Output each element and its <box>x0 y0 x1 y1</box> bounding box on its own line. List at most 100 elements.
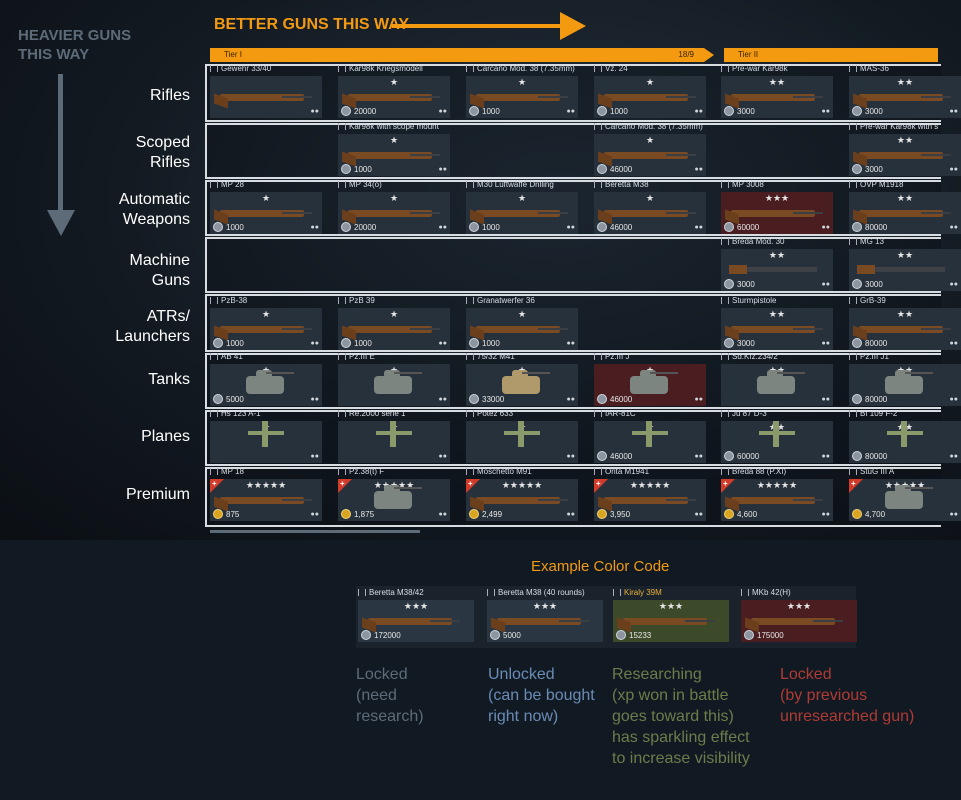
tech-card[interactable]: Pre-war Kar98k with s★★3000●● <box>849 122 961 176</box>
plane-icon <box>759 421 795 447</box>
tech-card[interactable]: Potez 633★●● <box>466 409 578 463</box>
unit-type-icon <box>721 297 729 304</box>
tier-stars: ★ <box>517 309 527 319</box>
horizontal-scrollbar[interactable] <box>210 530 420 533</box>
tech-card[interactable]: Pz.III J1★★80000●● <box>849 352 961 406</box>
tech-card[interactable]: Breda 88 (P.XI)★★★★★+4,600●● <box>721 467 833 521</box>
tech-card[interactable]: Orita M1941★★★★★+3,950●● <box>594 467 706 521</box>
tech-card[interactable]: Kar98k Kriegsmodell★20000●● <box>338 64 450 118</box>
card-name: Sturmpistole <box>732 296 777 305</box>
tech-card[interactable]: Sd.Kfz.234/2★★●● <box>721 352 833 406</box>
cost-value: 1000 <box>482 338 500 348</box>
card-title: Breda 88 (P.XI) <box>721 467 786 476</box>
card-name: Pz.III J <box>605 352 630 361</box>
card-name: OVP M1918 <box>860 180 904 189</box>
tier-stars: ★ <box>261 193 271 203</box>
tech-card[interactable]: Breda Mod. 30★★3000●● <box>721 237 833 291</box>
premium-plus-icon: + <box>468 479 473 488</box>
silver-coin-icon <box>597 106 607 116</box>
tech-card[interactable]: Carcano Mod. 38 (7.35mm)★1000●● <box>466 64 578 118</box>
tech-card[interactable]: MP 34(o)★20000●● <box>338 180 450 234</box>
silver-coin-icon <box>724 279 734 289</box>
tech-card[interactable]: Kar98k with scope mount★1000●● <box>338 122 450 176</box>
tech-card[interactable]: MP 28★1000●● <box>210 180 322 234</box>
cost-value: 1000 <box>226 222 244 232</box>
legend-card[interactable]: Beretta M38 (40 rounds)★★★5000 <box>487 588 603 642</box>
weapon-icon <box>476 326 568 333</box>
unit-type-icon <box>849 181 857 188</box>
tier-stars: ★★★ <box>403 601 429 611</box>
silver-coin-icon <box>724 451 734 461</box>
tech-card[interactable]: Pz.III J★46000●● <box>594 352 706 406</box>
tier-1-bar: Tier I 18/9 <box>210 48 704 62</box>
tech-card[interactable]: Hs 123 A-1★●● <box>210 409 322 463</box>
squad-icon: ●● <box>694 396 703 403</box>
tier-stars: ★★★ <box>764 193 790 203</box>
tech-card[interactable]: Pz.III E★●● <box>338 352 450 406</box>
card-cost: 46000 <box>597 451 632 461</box>
squad-icon: ●● <box>821 340 830 347</box>
tech-card[interactable]: PzB 39★1000●● <box>338 296 450 350</box>
tech-card[interactable]: MP 18★★★★★+875●● <box>210 467 322 521</box>
row-label-planes: Planes <box>141 428 190 445</box>
tech-card[interactable]: Pz.38(t) F★★★★★+1,875●● <box>338 467 450 521</box>
gold-coin-icon <box>469 509 479 519</box>
legend-card[interactable]: MKb 42(H)★★★175000 <box>741 588 857 642</box>
gold-coin-icon <box>597 509 607 519</box>
card-title: Gewehr 33/40 <box>210 64 271 73</box>
card-cost: 3000 <box>852 279 883 289</box>
tech-card[interactable]: MP 3008★★★60000●● <box>721 180 833 234</box>
silver-coin-icon <box>469 222 479 232</box>
tech-card[interactable]: Carcano Mod. 38 (7.35mm)★46000●● <box>594 122 706 176</box>
tech-card[interactable]: Re.2000 serie 1★●● <box>338 409 450 463</box>
card-title: Beretta M38/42 <box>358 588 424 597</box>
squad-icon: ●● <box>694 453 703 460</box>
heavier-guns-line1: HEAVIER GUNS <box>18 27 132 44</box>
tech-card[interactable]: StuG III A★★★★★+4,700●● <box>849 467 961 521</box>
tech-card[interactable]: Gewehr 33/40●● <box>210 64 322 118</box>
tech-card[interactable]: Granatwerfer 36★1000●● <box>466 296 578 350</box>
card-title: Pz.III E <box>338 352 375 361</box>
row-label-tanks: Tanks <box>148 371 190 388</box>
tech-card[interactable]: AB 41★5000●● <box>210 352 322 406</box>
tech-card[interactable]: MG 13★★3000●● <box>849 237 961 291</box>
squad-icon: ●● <box>949 340 958 347</box>
legend-card[interactable]: Kiraly 39M★★★15233 <box>613 588 729 642</box>
unit-type-icon <box>358 589 366 596</box>
tier-stars: ★★ <box>896 309 914 319</box>
tier-stars: ★★★★★ <box>756 480 798 490</box>
card-cost: 3000 <box>724 279 755 289</box>
tech-card[interactable]: Sturmpistole★★3000●● <box>721 296 833 350</box>
squad-icon: ●● <box>438 453 447 460</box>
tech-card[interactable]: Beretta M38★46000●● <box>594 180 706 234</box>
legend-card[interactable]: Beretta M38/42★★★172000 <box>358 588 474 642</box>
squad-icon: ●● <box>438 108 447 115</box>
tier-stars: ★ <box>389 193 399 203</box>
tech-card[interactable]: Vz. 24★1000●● <box>594 64 706 118</box>
unit-type-icon <box>338 181 346 188</box>
tech-card[interactable]: 75/32 M41★33000●● <box>466 352 578 406</box>
tech-card[interactable]: M30 Luftwaffe Drilling★1000●● <box>466 180 578 234</box>
tech-card[interactable]: Bf 109 F-2★★80000●● <box>849 409 961 463</box>
tech-card[interactable]: Moschetto M91★★★★★+2,499●● <box>466 467 578 521</box>
cost-value: 33000 <box>482 394 505 404</box>
card-name: 75/32 M41 <box>477 352 515 361</box>
silver-coin-icon <box>724 222 734 232</box>
silver-coin-icon <box>616 630 626 640</box>
tech-card[interactable]: PzB-38★1000●● <box>210 296 322 350</box>
tech-card[interactable]: MAS-36★★3000●● <box>849 64 961 118</box>
silver-coin-icon <box>490 630 500 640</box>
weapon-icon <box>604 210 696 217</box>
unit-type-icon <box>849 468 857 475</box>
tech-card[interactable]: GrB-39★★80000●● <box>849 296 961 350</box>
card-name: Gewehr 33/40 <box>221 64 272 73</box>
tech-card[interactable]: IAR-81C★46000●● <box>594 409 706 463</box>
tech-card[interactable]: Pre-war Kar98k★★3000●● <box>721 64 833 118</box>
silver-coin-icon <box>469 394 479 404</box>
card-cost: 33000 <box>469 394 504 404</box>
cost-value: 46000 <box>610 222 633 232</box>
weapon-icon <box>476 497 568 504</box>
tech-card[interactable]: OVP M1918★★80000●● <box>849 180 961 234</box>
tech-card[interactable]: Ju 87 D-3★★60000●● <box>721 409 833 463</box>
